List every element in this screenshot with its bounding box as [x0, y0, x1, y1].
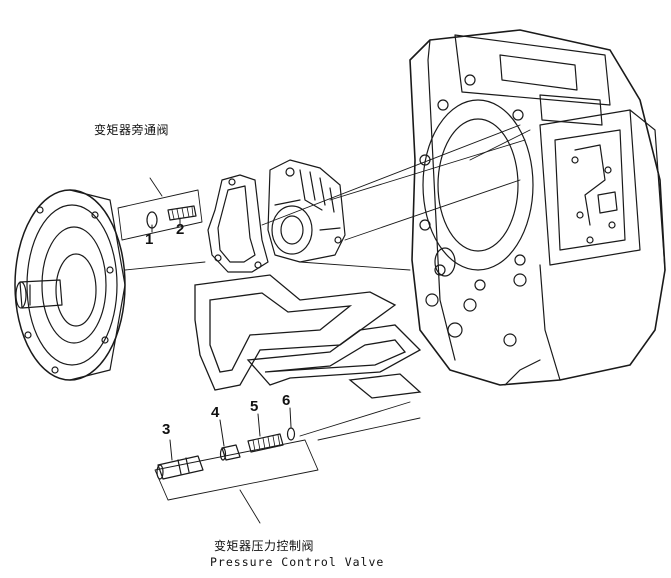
part-6-plug — [286, 427, 296, 441]
leader-lines — [117, 124, 531, 524]
part-number-2: 2 — [176, 221, 185, 238]
part-3-spool — [156, 455, 204, 480]
valve-body — [267, 159, 346, 263]
transmission-housing — [409, 29, 666, 386]
part-number-3: 3 — [162, 421, 171, 438]
part-4-sleeve — [219, 444, 241, 461]
pressure-valve-label-en: Pressure Control Valve — [210, 555, 385, 569]
part-number-6: 6 — [282, 392, 291, 409]
part-number-4: 4 — [211, 404, 220, 421]
part-number-5: 5 — [250, 398, 259, 415]
pressure-valve-label-cn: 变矩器压力控制阀 — [214, 539, 315, 553]
gasket — [207, 174, 269, 273]
number-leaders — [151, 217, 292, 461]
part-5-spring — [247, 433, 284, 453]
pump-cover-assembly — [14, 189, 126, 381]
bypass-valve-label: 变矩器旁通阀 — [94, 123, 170, 137]
part-number-1: 1 — [145, 231, 154, 248]
part-2-spring — [167, 205, 197, 221]
frame-decoration — [194, 274, 422, 399]
